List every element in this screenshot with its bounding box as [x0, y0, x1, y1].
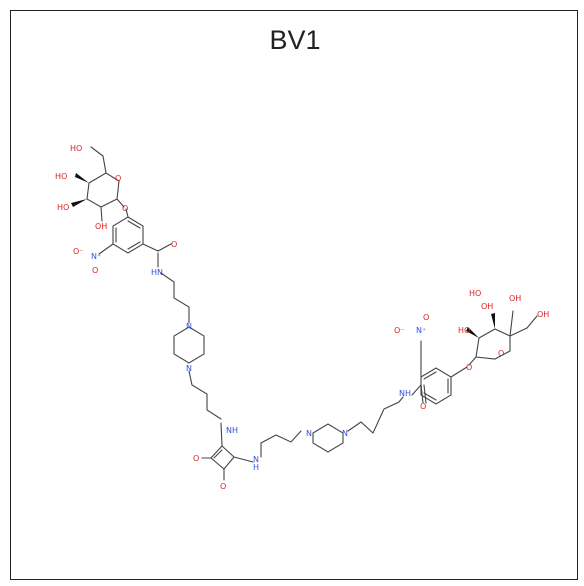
left-benzene: N⁺ O⁻ O O HN [73, 208, 177, 277]
oh-r1-label: HO [458, 326, 470, 335]
amide-n-left-label: HN [151, 268, 163, 277]
amide-n-right-label: NH [399, 389, 411, 398]
structure-panel: BV1 HO HO HO OH O O [10, 10, 578, 580]
nitro-o-minus-left-label: O⁻ [73, 247, 84, 256]
piperazine-n3-label: N [306, 429, 312, 438]
nitro-o-left-label: O [92, 266, 98, 275]
ether-o-right-label: O [466, 363, 472, 372]
sq-nh-right-label: N [253, 455, 259, 464]
oh-lower-left-label: HO [57, 203, 69, 212]
nitro-o-right-label: O [423, 313, 429, 322]
ring-o-right-label: O [498, 349, 504, 358]
amide-o-left-label: O [171, 240, 177, 249]
oh-left-label: HO [55, 172, 67, 181]
left-linker: N N [160, 272, 222, 420]
nitro-o-minus-right-label: O⁻ [394, 326, 405, 335]
right-benzene: O O⁻ N⁺ O O [394, 313, 472, 411]
ether-o-left-label: O [122, 204, 128, 213]
oh-r4-label: OH [509, 294, 521, 303]
nitro-n-left-label: N⁺ [91, 252, 101, 261]
oh-top-label: HO [70, 144, 82, 153]
piperazine-n4-label: N [342, 429, 348, 438]
left-sugar: HO HO HO OH O O [55, 144, 128, 231]
sq-nh-top-label: NH [226, 426, 238, 435]
ring-o-left-label: O [115, 174, 121, 183]
sq-h-label: H [253, 463, 259, 472]
right-sugar: HO OH HO OH OH O [458, 289, 549, 366]
piperazine-n1-label: N [186, 322, 192, 331]
molecule-title: BV1 [269, 25, 321, 55]
oh-r5-label: OH [537, 310, 549, 319]
right-linker: N N NH [260, 389, 411, 458]
oh-r3-label: HO [469, 289, 481, 298]
squaramide-core: NH N H O O [193, 422, 259, 491]
sq-o1-label: O [193, 454, 199, 463]
molecule-structure: HO HO HO OH O O N⁺ O⁻ O O HN [55, 144, 549, 491]
oh-bottom-label: OH [95, 222, 107, 231]
amide-o-right-label: O [420, 402, 426, 411]
sq-o2-label: O [220, 482, 226, 491]
nitro-n-right-label: N⁺ [416, 326, 426, 335]
oh-r2-label: OH [481, 302, 493, 311]
piperazine-n2-label: N [186, 364, 192, 373]
